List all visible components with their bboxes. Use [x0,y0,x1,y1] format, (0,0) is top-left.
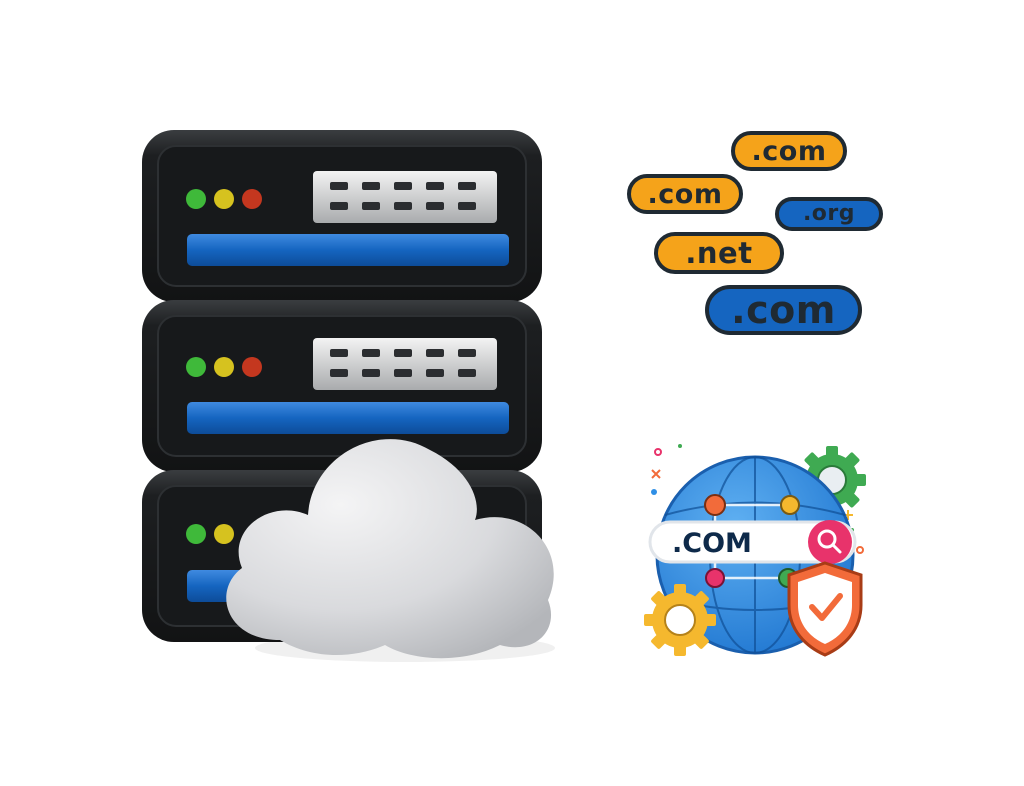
led-green-2 [186,357,206,377]
gear-icon [644,584,716,656]
led-yellow-2 [214,357,234,377]
server-rack-icon [142,130,555,662]
domain-pill-4: .net [654,232,784,274]
led-yellow-1 [214,189,234,209]
drive-bar-1 [187,234,509,266]
globe-icon: .COM [644,444,866,657]
led-green-1 [186,189,206,209]
search-icon [808,520,852,564]
search-bar-text: .COM [672,528,752,559]
domain-pill-5: .com [705,285,862,335]
drive-bar-2 [187,402,509,434]
led-yellow-3 [214,524,234,544]
domain-pill-3: .org [775,197,883,231]
server-unit-1 [142,130,542,302]
domain-pill-1-label: .com [751,135,827,167]
domain-pill-3-label: .org [802,201,856,226]
led-green-3 [186,524,206,544]
server-unit-2 [142,300,542,472]
domain-pill-5-label: .com [731,288,836,332]
led-red-2 [242,357,262,377]
shield-check-icon [787,561,863,657]
domain-pill-2: .com [627,174,743,214]
led-red-1 [242,189,262,209]
domain-pill-4-label: .net [685,235,753,270]
cloud-icon [226,439,555,662]
domain-pill-1: .com [731,131,847,171]
sparkle-decorations [651,444,864,554]
domain-pill-2-label: .com [647,178,723,210]
search-bar: .COM [648,520,857,564]
